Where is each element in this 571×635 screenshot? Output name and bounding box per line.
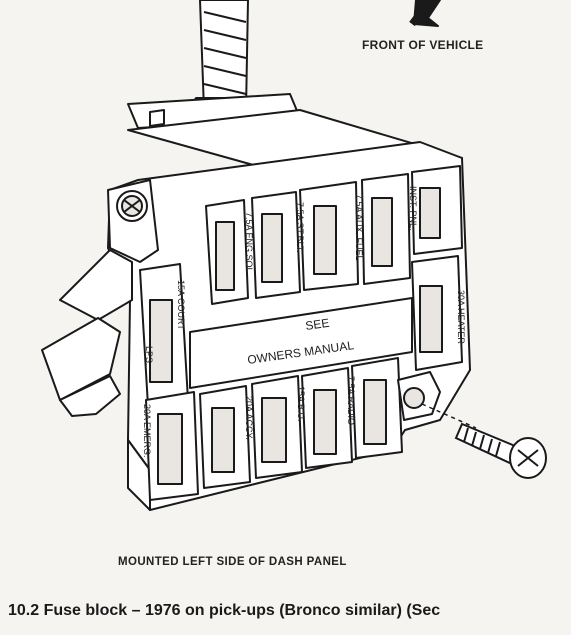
fuse-label-auxfuel: 7.5A AUX. FUEL: [354, 194, 364, 261]
fuse-label-lps: LPS.: [144, 346, 154, 366]
fuse-left-column: [139, 263, 189, 407]
fuse-label-radio: 7.5A RADIO: [346, 376, 356, 425]
mounting-location-label: MOUNTED LEFT SIDE OF DASH PANEL: [118, 556, 347, 568]
owners-manual-plate: [189, 297, 413, 389]
fuse-label-heater: 30A HEATER: [456, 290, 466, 344]
fuse-label-accy: 20A ACCY.: [244, 396, 254, 440]
fuse-row-top: [205, 165, 463, 305]
fuse-label-engsol: 7.5A ENG.SOL.: [244, 212, 254, 275]
fuse-label-instpnl: INST. PNL.: [408, 186, 418, 231]
fuse-label-bu: 15A B.U.: [296, 386, 306, 422]
front-arrow-icon: [409, 0, 441, 27]
see-text: SEE: [304, 316, 330, 333]
fuse-label-court: 15A COURT: [176, 280, 186, 330]
screw-guide-line: [421, 403, 477, 429]
fuse-row-bottom: [145, 357, 403, 501]
fuse-right-column: [411, 255, 463, 371]
mounting-screw-icon: [116, 190, 148, 222]
fuse-label-stblt: 7.5A ST.BLT.: [295, 202, 305, 253]
figure-caption: 10.2 Fuse block – 1976 on pick-ups (Bron…: [8, 602, 441, 619]
front-of-vehicle-label: FRONT OF VEHICLE: [362, 38, 484, 52]
loose-screw-icon: [454, 422, 547, 479]
fuse-label-emerg: 20A EMERG.: [142, 404, 152, 458]
